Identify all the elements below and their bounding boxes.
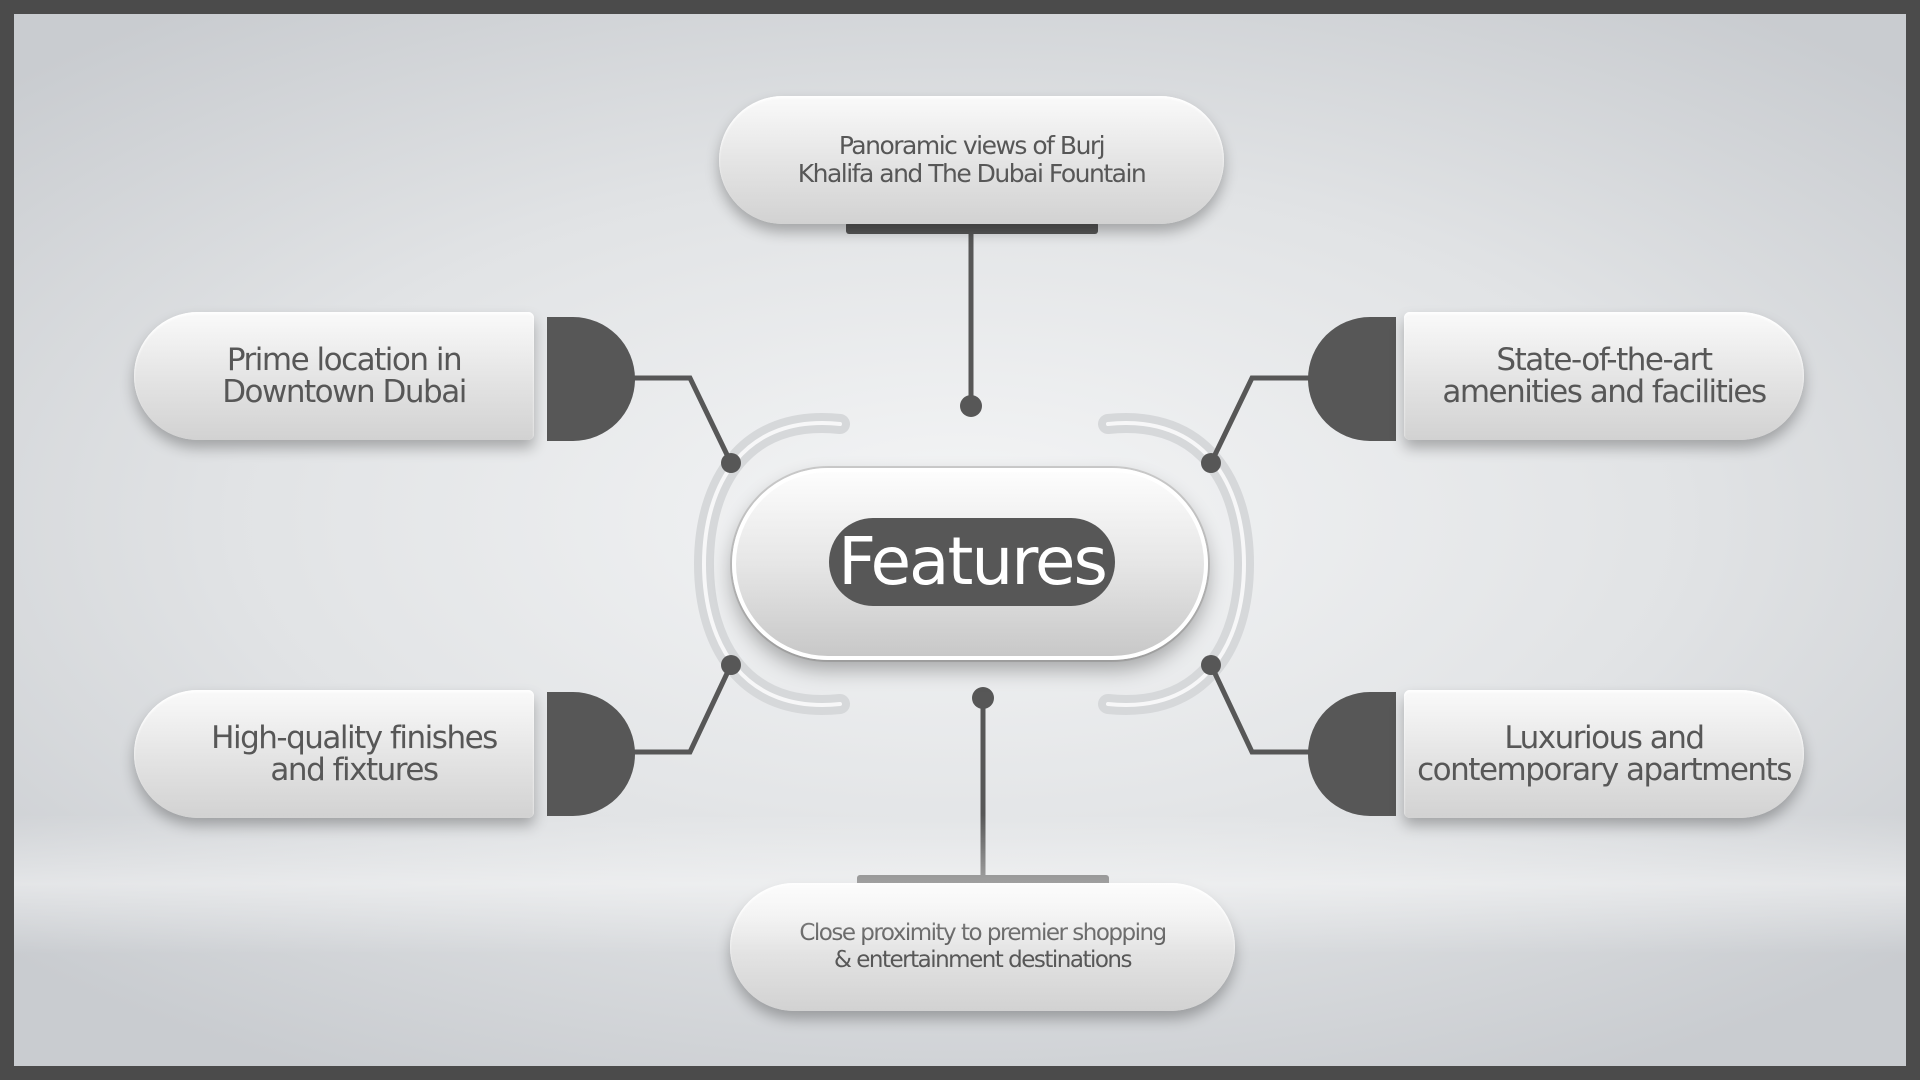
connector-dot-bottom (972, 687, 994, 709)
connector-lines (626, 222, 1310, 887)
connector-dot-left-bottom (721, 655, 741, 675)
connector-dot-left-top (721, 453, 741, 473)
connector-dot-right-top (1201, 453, 1221, 473)
feature-text-line: Downtown Dubai (222, 374, 467, 410)
connector-line-left-bottom (626, 663, 734, 755)
feature-text-line: and fixtures (270, 752, 439, 788)
connector-line-left-top (626, 375, 734, 465)
connector-line-right-bottom (1208, 663, 1310, 755)
connector-dot-top (960, 395, 982, 417)
feature-text-line: Khalifa and The Dubai Fountain (797, 159, 1147, 188)
feature-text-line: Prime location in (226, 342, 463, 378)
feature-text-line: Close proximity to premier shopping (799, 920, 1167, 946)
feature-text-line: & entertainment destinations (834, 947, 1133, 973)
feature-text-line: High-quality finishes (211, 720, 498, 756)
center-title: Features (829, 518, 1115, 606)
feature-panoramic-views: Panoramic views of Burj Khalifa and The … (719, 96, 1224, 224)
feature-prime-location: Prime location in Downtown Dubai (134, 312, 534, 440)
connector-dot-right-bottom (1201, 655, 1221, 675)
feature-apartments: Luxurious and contemporary apartments (1404, 690, 1804, 818)
feature-text-line: contemporary apartments (1417, 752, 1792, 788)
connector-line-right-top (1208, 375, 1310, 465)
feature-amenities: State-of-the-art amenities and facilitie… (1404, 312, 1804, 440)
feature-finishes: High-quality finishes and fixtures (134, 690, 534, 818)
feature-text-line: Panoramic views of Burj (838, 131, 1106, 160)
feature-proximity: Close proximity to premier shopping & en… (730, 883, 1235, 1011)
feature-text-line: State-of-the-art (1496, 342, 1713, 378)
feature-text-line: Luxurious and (1504, 720, 1705, 756)
feature-text-line: amenities and facilities (1442, 374, 1767, 410)
